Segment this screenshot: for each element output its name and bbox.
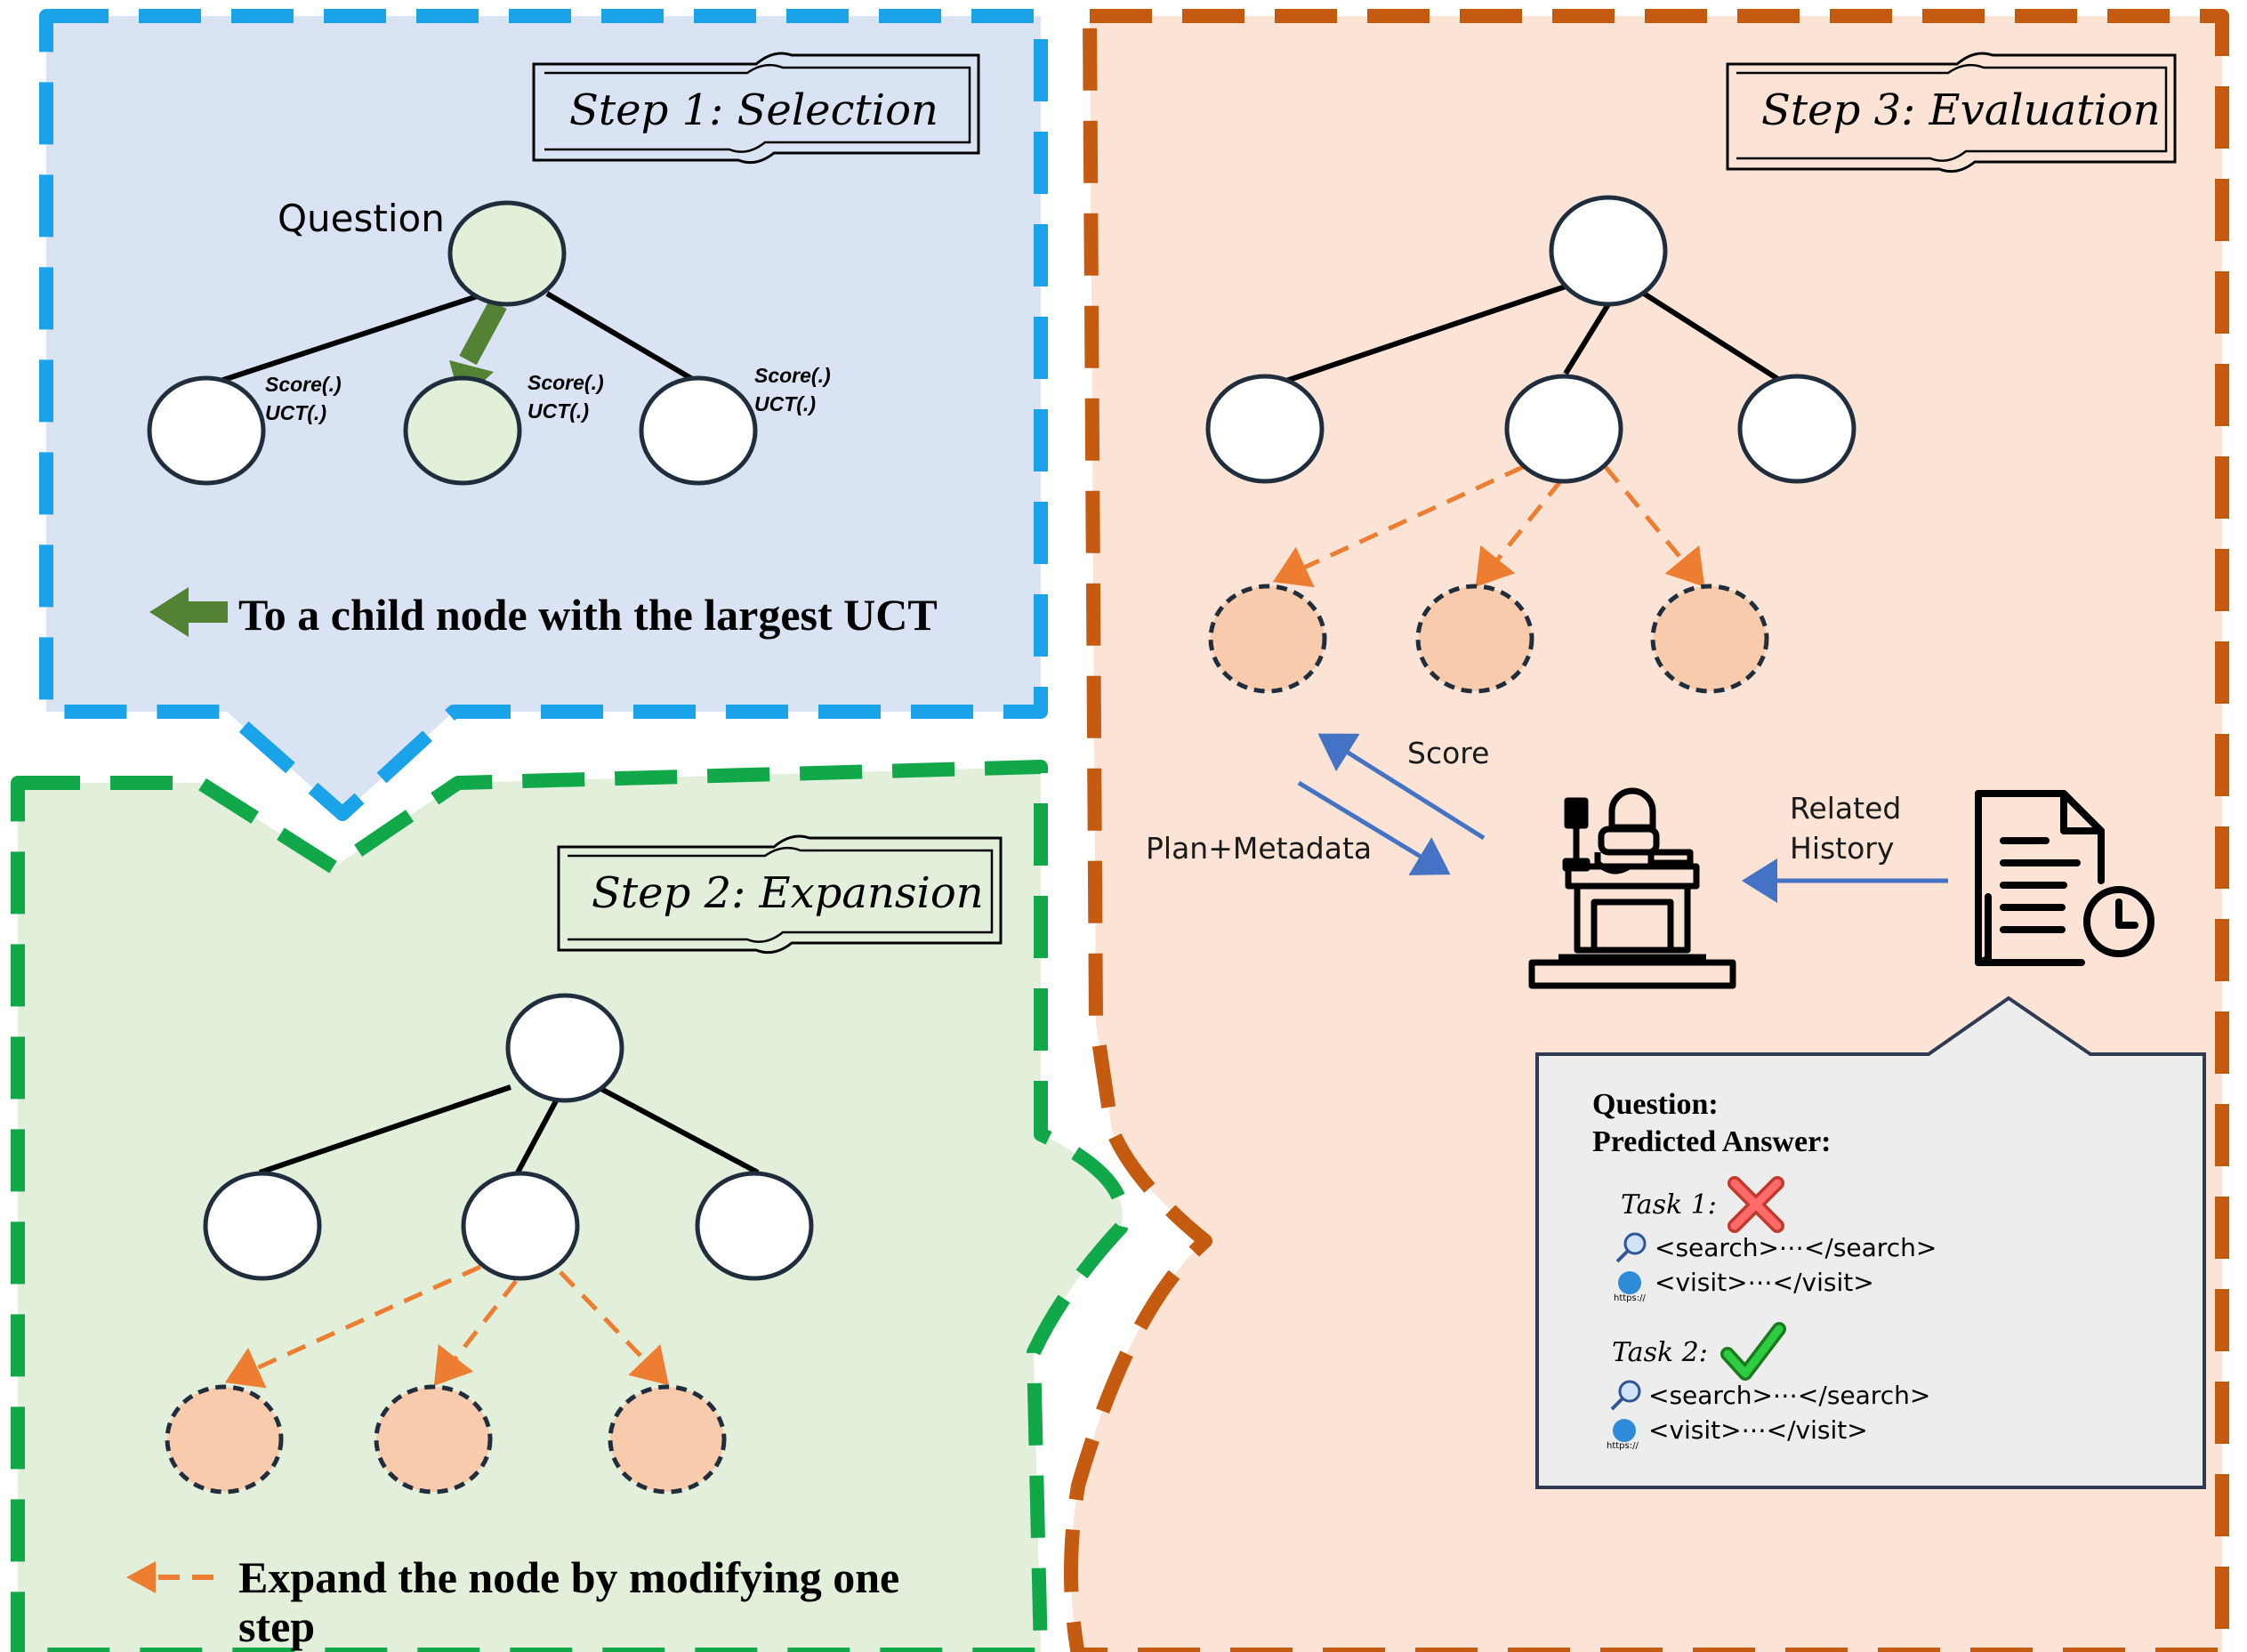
https-badge: https:// [1614,1293,1646,1303]
document-clock-icon [1975,790,2154,966]
step2-legend: Expand the node by modifying one step [126,1552,899,1651]
uct-label: UCT(.) [754,392,816,415]
selected-child-node [403,375,522,486]
expansion-arrow [1272,464,1525,588]
root-node [505,993,624,1103]
step3-title: Step 3: Evaluation [1761,85,2161,135]
child-node [1737,374,1856,484]
plan-arrow [1297,780,1451,875]
expanded-node [165,1384,284,1495]
task2-visit: <visit>⋯</visit> [1648,1415,1868,1445]
expanded-node [1208,584,1327,694]
search-icon [1610,1380,1641,1411]
uct-label: UCT(.) [528,399,589,423]
plan-metadata-label: Plan+Metadata [1146,831,1372,866]
step1-legend-text: To a child node with the largest UCT [238,590,938,640]
step1-title-scroll: Step 1: Selection [532,52,980,165]
step1-title: Step 1: Selection [569,85,938,135]
selection-arrow-shaft [459,299,507,366]
expanded-node [608,1384,727,1495]
correct-icon [1720,1322,1786,1381]
uct-label: UCT(.) [265,401,326,424]
web-icon: https:// [1614,1271,1646,1303]
root-node [1549,195,1668,307]
child-node [461,1171,580,1281]
expanded-node [1650,584,1769,694]
root-node [447,200,567,307]
step2-legend-line1: Expand the node by modifying one [238,1552,899,1602]
score-label: Score [1407,736,1489,770]
task2-search: <search>⋯</search> [1648,1381,1930,1410]
task1-label: Task 1: [1621,1189,1717,1221]
step1-panel: Step 1: Selection Question Score(.) UCT(… [39,9,1048,821]
tree-edge [596,1084,760,1175]
orange-arrow-icon [126,1561,156,1593]
child-node [1205,374,1325,484]
child-node [639,375,758,486]
step1-legend: To a child node with the largest UCT [149,587,938,640]
expansion-arrow [224,1264,482,1389]
child-node [695,1171,814,1281]
answer-box: Question: Predicted Answer: Task 1: <sea… [1535,995,2206,1489]
related-label: Related [1790,791,1901,826]
expanded-node [374,1384,493,1495]
child-node [1504,374,1623,484]
step3-panel: Step 3: Evaluation Score Plan+Metadata [1064,9,2229,1652]
tree-edge [515,1094,561,1174]
predicted-answer-label: Predicted Answer: [1592,1125,1831,1158]
tree-edge [214,284,508,385]
search-icon [1615,1232,1647,1263]
expansion-arrow [1604,465,1705,587]
task2-label: Task 2: [1612,1337,1708,1368]
tree-edge [545,291,700,385]
answer-question-label: Question: [1592,1088,1719,1121]
expansion-arrow [1475,479,1563,587]
step2-title: Step 2: Expansion [592,868,984,918]
expansion-arrow [559,1270,669,1386]
root-label: Question [278,197,445,240]
score-label: Score(.) [528,371,604,394]
step2-legend-line2: step [238,1601,315,1651]
tree-edge [1642,291,1785,385]
score-arrow [1317,733,1486,841]
judge-desk-icon [1528,787,1736,989]
wrong-icon [1728,1176,1784,1233]
history-label: History [1790,831,1894,866]
step1-tree: Question Score(.) UCT(.) Score(.) UCT(.)… [147,197,831,486]
score-label: Score(.) [265,373,342,396]
child-node [147,375,266,486]
tree-edge [1563,302,1611,375]
score-label: Score(.) [754,364,831,387]
step3-tree [1205,195,1856,694]
step2-panel: Step 2: Expansion Expand the node by mod… [11,760,1130,1652]
web-icon: https:// [1607,1419,1639,1451]
step2-title-scroll: Step 2: Expansion [557,834,1003,955]
evaluation-flow: Score Plan+Metadata Related History [1146,733,2154,989]
step2-tree [165,993,814,1495]
child-node [203,1171,322,1281]
https-badge: https:// [1607,1441,1639,1451]
step3-title-scroll: Step 3: Evaluation [1726,52,2177,173]
tree-edge [1280,284,1566,385]
task1-search: <search>⋯</search> [1655,1233,1937,1262]
tree-edge [259,1084,511,1175]
expansion-arrow [433,1279,518,1386]
expanded-node [1415,584,1534,694]
task1-visit: <visit>⋯</visit> [1655,1268,1874,1297]
green-arrow-icon [149,587,228,637]
